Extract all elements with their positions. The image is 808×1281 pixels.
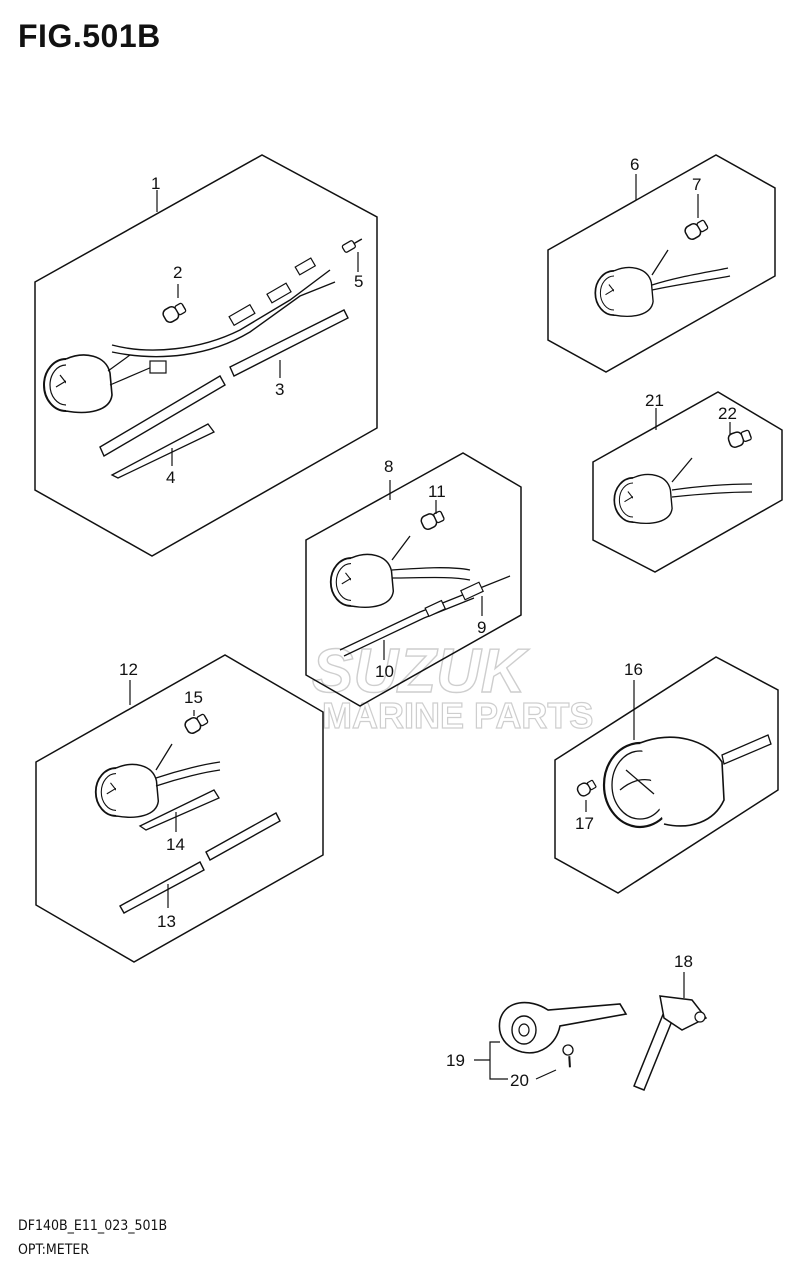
terminal-icon (341, 238, 363, 253)
panel-group-1 (34, 154, 378, 557)
callout-16: 16 (624, 660, 643, 679)
screw-icon (562, 1044, 574, 1068)
callout-21: 21 (645, 391, 664, 410)
callout-9: 9 (477, 618, 486, 637)
panel-group-21 (592, 391, 783, 573)
callout-12: 12 (119, 660, 138, 679)
panel-group-6 (547, 154, 776, 373)
callout-18: 18 (674, 952, 693, 971)
callout-14: 14 (166, 835, 185, 854)
meter-gauge (613, 473, 673, 525)
bulb-icon (182, 711, 211, 736)
harness-tube-icon (205, 812, 281, 861)
meter-gauge (594, 266, 654, 318)
trim-meter-gauge (602, 734, 772, 829)
bulb-icon (160, 300, 189, 325)
cable-tie-icon (110, 423, 215, 479)
callout-17: 17 (575, 814, 594, 833)
meter-gauge (94, 763, 160, 819)
bulb-icon (726, 427, 754, 450)
callout-2: 2 (173, 263, 182, 282)
callout-6: 6 (630, 155, 639, 174)
panel-group-8 (305, 452, 522, 707)
meter-gauge (329, 553, 395, 609)
callout-13: 13 (157, 912, 176, 931)
callout-15: 15 (184, 688, 203, 707)
callout-1: 1 (151, 174, 160, 193)
callout-5: 5 (354, 272, 363, 291)
figure-title: FIG.501B (18, 18, 161, 54)
callout-19: 19 (446, 1051, 465, 1070)
callout-8: 8 (384, 457, 393, 476)
model-code: DF140B_E11_023_501B (18, 1218, 168, 1234)
watermark-line2: MARINE PARTS (322, 695, 593, 736)
panel-group-12 (35, 654, 324, 963)
callout-20: 20 (510, 1071, 529, 1090)
tachometer-gauge (43, 354, 167, 414)
callout-22: 22 (718, 404, 737, 423)
harness-tube-icon (99, 375, 226, 458)
callout-labels: 1 2 3 4 5 6 7 8 9 10 11 12 13 14 15 16 1… (119, 155, 737, 1090)
bulb-icon (576, 779, 597, 797)
harness-tube-icon (119, 861, 205, 914)
callout-11: 11 (428, 482, 446, 501)
callout-10: 10 (375, 662, 394, 681)
bulb-icon (418, 508, 447, 532)
callout-3: 3 (275, 380, 284, 399)
bulb-icon (682, 217, 711, 242)
cable-tie-icon (138, 789, 220, 831)
trim-sender-assembly (474, 972, 708, 1091)
section-name: OPT:METER (18, 1242, 90, 1258)
callout-4: 4 (166, 468, 175, 487)
harness-tube-icon (229, 309, 349, 377)
callout-7: 7 (692, 175, 701, 194)
panel-group-16 (554, 656, 779, 894)
